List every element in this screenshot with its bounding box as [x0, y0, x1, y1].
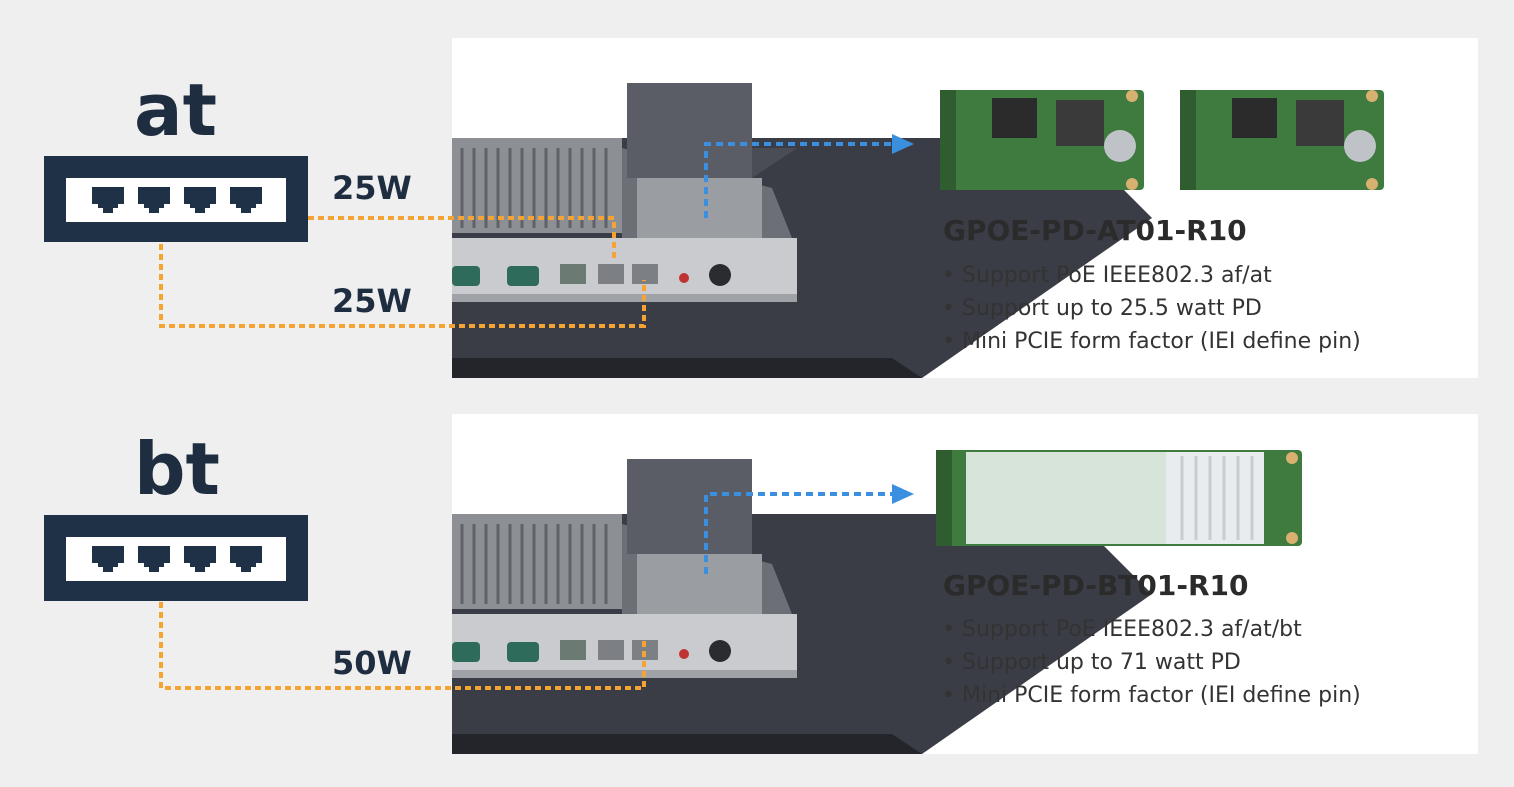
dotted-arrow-icon: [704, 142, 892, 218]
product-panel-at: GPOE-PD-AT01-R10 Support PoE IEEE802.3 a…: [452, 38, 1478, 378]
rj45-port-icon: [138, 187, 170, 213]
power-label-at-2: 25W: [332, 282, 412, 320]
feature-item: Mini PCIE form factor (IEI define pin): [942, 325, 1361, 358]
rj45-port-icon: [92, 546, 124, 572]
switch-port-strip: [66, 537, 286, 581]
switch-port-strip: [66, 178, 286, 222]
pd-module-image: [936, 450, 1302, 546]
rj45-port-icon: [184, 187, 216, 213]
feature-item: Support PoE IEEE802.3 af/at/bt: [942, 613, 1361, 646]
rj45-port-icon: [230, 187, 262, 213]
power-label-bt: 50W: [332, 644, 412, 682]
feature-item: Support PoE IEEE802.3 af/at: [942, 259, 1361, 292]
rj45-port-icon: [230, 546, 262, 572]
ethernet-switch-icon: [44, 156, 308, 242]
dotted-arrow-icon: [704, 492, 892, 574]
feature-item: Support up to 25.5 watt PD: [942, 292, 1361, 325]
rj45-port-icon: [184, 546, 216, 572]
feature-list-bt: Support PoE IEEE802.3 af/at/bt Support u…: [942, 613, 1361, 712]
feature-item: Mini PCIE form factor (IEI define pin): [942, 679, 1361, 712]
standard-label-bt: bt: [134, 427, 220, 511]
standard-label-at: at: [134, 68, 218, 152]
product-title-at: GPOE-PD-AT01-R10: [943, 214, 1247, 247]
rj45-port-icon: [138, 546, 170, 572]
product-panel-bt: GPOE-PD-BT01-R10 Support PoE IEEE802.3 a…: [452, 414, 1478, 754]
product-title-bt: GPOE-PD-BT01-R10: [943, 569, 1249, 602]
pd-module-image: [1180, 90, 1384, 190]
pd-module-image: [940, 90, 1144, 190]
feature-list-at: Support PoE IEEE802.3 af/at Support up t…: [942, 259, 1361, 358]
ethernet-switch-icon: [44, 515, 308, 601]
feature-item: Support up to 71 watt PD: [942, 646, 1361, 679]
power-label-at-1: 25W: [332, 169, 412, 207]
rj45-port-icon: [92, 187, 124, 213]
